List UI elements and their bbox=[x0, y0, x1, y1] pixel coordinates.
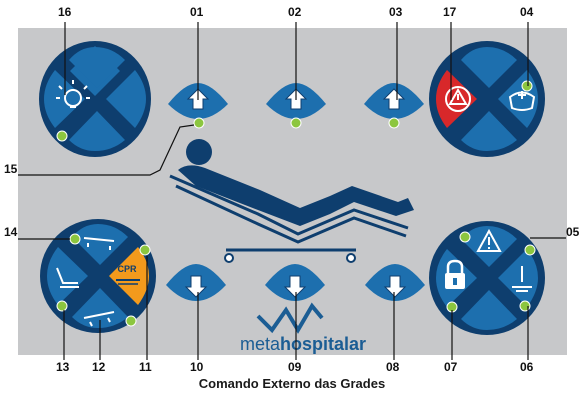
arrow-up-icon bbox=[382, 88, 406, 110]
tilt-button[interactable] bbox=[498, 249, 538, 307]
nurse-cap-icon bbox=[508, 91, 536, 111]
legrest-down-button[interactable] bbox=[365, 264, 425, 301]
backrest-button[interactable] bbox=[47, 247, 88, 305]
callout-09: 09 bbox=[288, 360, 302, 374]
cpr-icon: CPR bbox=[116, 264, 140, 285]
led-indicator bbox=[125, 315, 137, 327]
callout-03: 03 bbox=[389, 5, 403, 19]
light-icon bbox=[56, 80, 90, 108]
callout-08: 08 bbox=[386, 360, 400, 374]
top-left-down-button[interactable] bbox=[69, 111, 125, 151]
led-indicator bbox=[388, 117, 400, 129]
bed-illustration bbox=[169, 139, 414, 263]
led-indicator bbox=[521, 80, 533, 92]
led-indicator bbox=[290, 117, 302, 129]
warning-button[interactable] bbox=[461, 226, 517, 267]
callout-17: 17 bbox=[443, 5, 457, 19]
svg-text:metahospitalar: metahospitalar bbox=[240, 334, 366, 354]
bed-flat-button[interactable] bbox=[72, 224, 128, 265]
callout-05: 05 bbox=[566, 225, 580, 239]
backrest-icon bbox=[56, 267, 79, 288]
logo-prefix: meta bbox=[240, 334, 281, 354]
top-left-up-button[interactable] bbox=[69, 47, 125, 88]
callout-01: 01 bbox=[190, 5, 204, 19]
height-down-button[interactable] bbox=[265, 264, 325, 301]
arrow-down-icon bbox=[283, 275, 307, 298]
led-indicator bbox=[69, 233, 81, 245]
top-right-button-cluster bbox=[429, 41, 545, 157]
top-right-down-button[interactable] bbox=[461, 111, 517, 151]
bed-frame bbox=[169, 174, 409, 244]
arrow-down-icon bbox=[184, 275, 208, 298]
trendelenburg-icon bbox=[83, 311, 115, 327]
top-left-right-button[interactable] bbox=[106, 70, 146, 128]
bottom-right-button-cluster bbox=[429, 221, 545, 335]
logo-suffix: hospitalar bbox=[280, 334, 366, 354]
cpr-label: CPR bbox=[117, 264, 137, 274]
led-indicator bbox=[459, 231, 471, 243]
lock-icon bbox=[445, 259, 465, 289]
metahospitalar-logo: metahospitalar bbox=[240, 302, 366, 354]
patient-head bbox=[186, 139, 212, 165]
legrest-up-button[interactable] bbox=[364, 83, 424, 119]
patient-body bbox=[178, 165, 414, 226]
callout-10: 10 bbox=[190, 360, 204, 374]
bottom-right-down-button[interactable] bbox=[461, 290, 517, 330]
led-indicator bbox=[56, 130, 68, 142]
callout-leader-lines bbox=[18, 22, 566, 360]
bed-flat-icon bbox=[83, 237, 115, 250]
down-arrow-buttons bbox=[166, 264, 425, 301]
warning-icon bbox=[476, 228, 502, 252]
bed-wheel bbox=[346, 253, 356, 263]
callout-14: 14 bbox=[4, 225, 18, 239]
callout-15: 15 bbox=[4, 162, 18, 176]
callout-11: 11 bbox=[139, 360, 152, 374]
callout-12: 12 bbox=[92, 360, 106, 374]
top-left-button-cluster bbox=[39, 41, 151, 157]
led-indicator bbox=[193, 117, 205, 129]
cpr-button[interactable] bbox=[109, 247, 149, 305]
callout-07: 07 bbox=[444, 360, 458, 374]
callout-02: 02 bbox=[288, 5, 302, 19]
figure-caption: Comando Externo das Grades bbox=[198, 376, 386, 391]
callout-13: 13 bbox=[56, 360, 70, 374]
led-indicator bbox=[139, 244, 151, 256]
bed-wheel bbox=[224, 253, 234, 263]
led-indicator bbox=[56, 300, 68, 312]
top-right-up-button[interactable] bbox=[461, 47, 517, 88]
backrest-down-button[interactable] bbox=[166, 264, 226, 301]
alert-icon bbox=[445, 86, 471, 112]
callout-04: 04 bbox=[520, 5, 534, 19]
bottom-left-button-cluster: CPR bbox=[40, 219, 156, 333]
led-indicator bbox=[524, 244, 536, 256]
arrow-down-icon bbox=[383, 275, 407, 298]
tilt-icon bbox=[512, 266, 532, 292]
logo-mark bbox=[256, 302, 324, 334]
callout-16: 16 bbox=[58, 5, 72, 19]
callout-06: 06 bbox=[520, 360, 534, 374]
emergency-button[interactable] bbox=[436, 70, 477, 128]
